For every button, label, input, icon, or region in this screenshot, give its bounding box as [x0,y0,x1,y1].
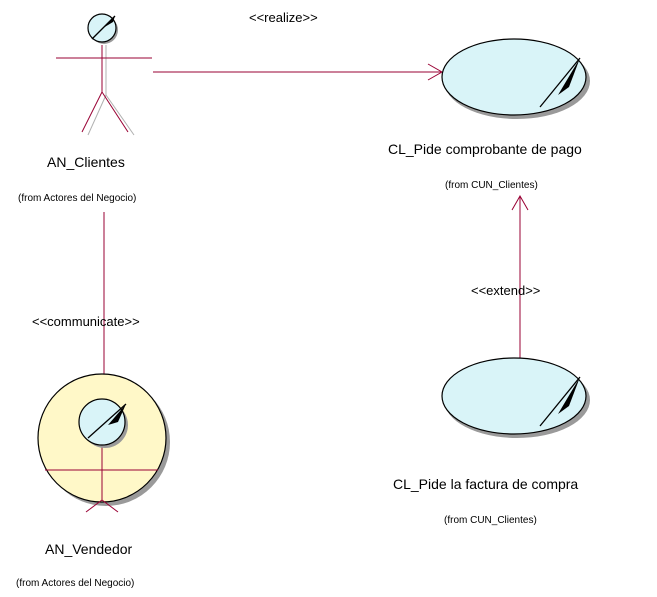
extend-stereotype-label: <<extend>> [471,283,541,298]
extend-arrowhead [511,194,529,211]
usecase-factura-from: (from CUN_Clientes) [444,515,537,526]
actor-clientes-from: (from Actores del Negocio) [18,193,137,204]
usecase-comprobante-from: (from CUN_Clientes) [445,180,538,191]
worker-vendedor-name[interactable]: AN_Vendedor [45,541,133,557]
actor-clientes-figure[interactable] [56,13,152,136]
actor-head [87,13,117,43]
worker-head [78,398,126,446]
usecase-comprobante-shape[interactable] [441,38,590,119]
extend-connector[interactable] [511,194,529,362]
actor-clientes-name[interactable]: AN_Clientes [47,154,125,170]
worker-vendedor-shape[interactable] [37,373,170,513]
realize-connector[interactable] [153,63,444,81]
usecase-factura-name[interactable]: CL_Pide la factura de compra [393,476,579,492]
worker-vendedor-from: (from Actores del Negocio) [16,578,135,589]
usecase-comprobante-name[interactable]: CL_Pide comprobante de pago [388,141,582,157]
usecase-factura-shape[interactable] [441,357,590,438]
communicate-stereotype-label: <<communicate>> [32,314,140,329]
realize-stereotype-label: <<realize>> [249,10,318,25]
actor-shadow [87,45,135,136]
